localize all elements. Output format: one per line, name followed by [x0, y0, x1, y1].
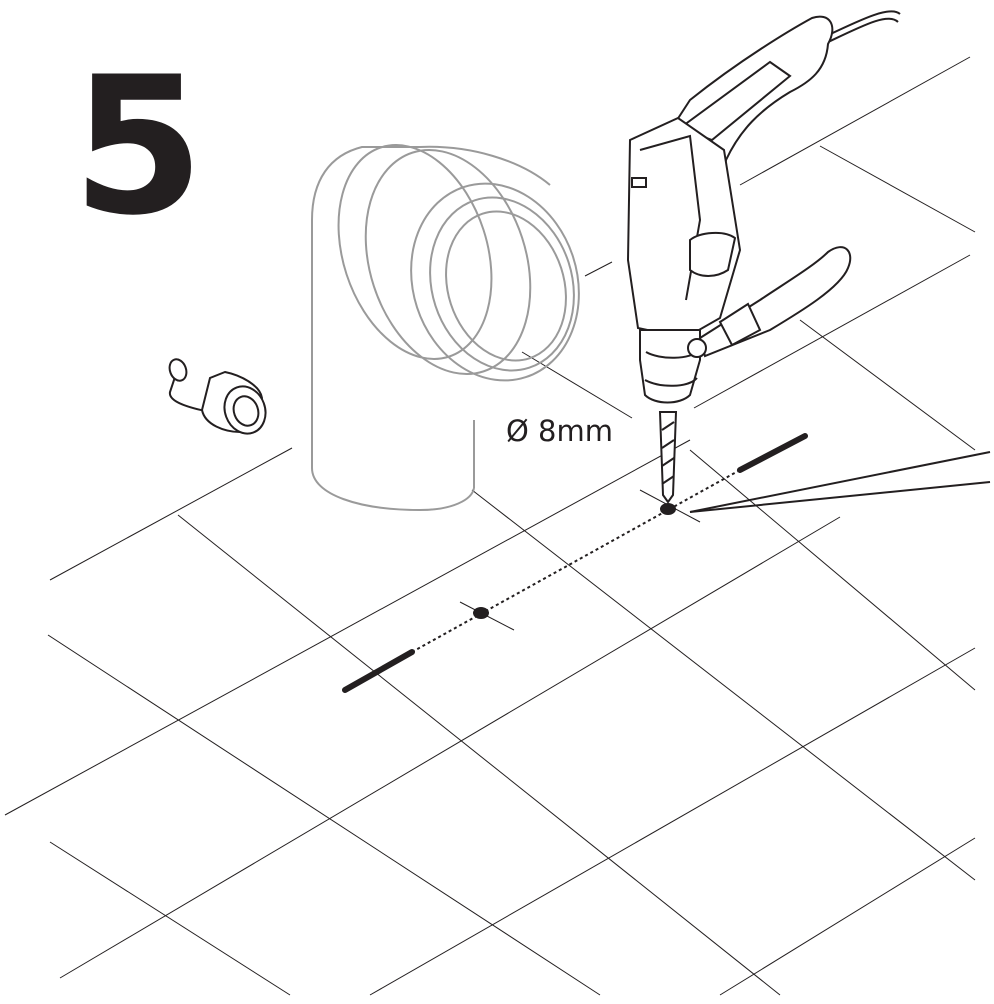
drill-diameter-label: Ø 8mm	[506, 414, 613, 448]
pan-connector-elbow-icon	[311, 144, 580, 512]
drill-hole-mark-icon	[342, 433, 991, 693]
floor-tile-grid	[4, 56, 976, 996]
power-drill-icon	[626, 10, 901, 504]
step-number: 5	[72, 36, 204, 257]
connector-adapter-icon	[168, 358, 267, 435]
